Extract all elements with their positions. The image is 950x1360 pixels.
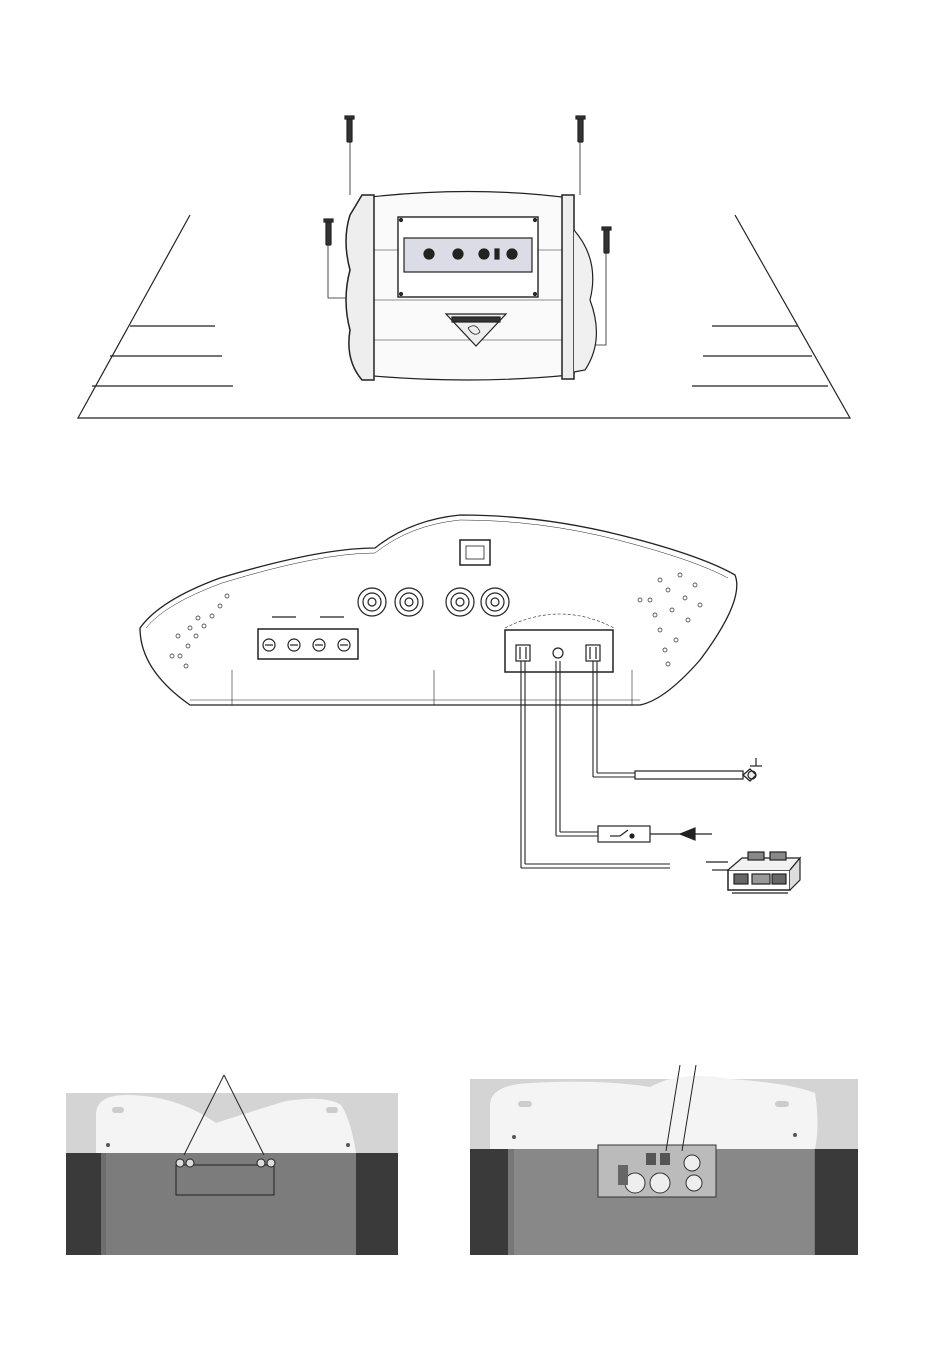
screw-icon — [602, 227, 611, 253]
switch-icon — [495, 249, 499, 259]
cover-screws-photo — [66, 1065, 398, 1255]
ground-connection — [635, 758, 762, 781]
frequency-knob-icon — [479, 249, 489, 259]
arrow-left-icon — [680, 828, 695, 840]
led-icon — [507, 249, 517, 259]
amplifier-mounting-diagram — [0, 100, 950, 440]
gain-knob-icon — [424, 249, 434, 259]
battery-icon — [706, 852, 800, 893]
ground-symbol-icon — [750, 758, 762, 766]
fuse-access-photo — [470, 1065, 858, 1255]
crossover-knob-icon — [453, 249, 463, 259]
screw-icon — [324, 219, 333, 245]
remote-switch — [598, 826, 712, 842]
amplifier-side-panel — [140, 515, 737, 705]
power-wiring-diagram — [0, 500, 950, 920]
screw-icon — [345, 116, 354, 142]
control-panel — [398, 217, 538, 297]
screw-icon — [576, 116, 585, 142]
